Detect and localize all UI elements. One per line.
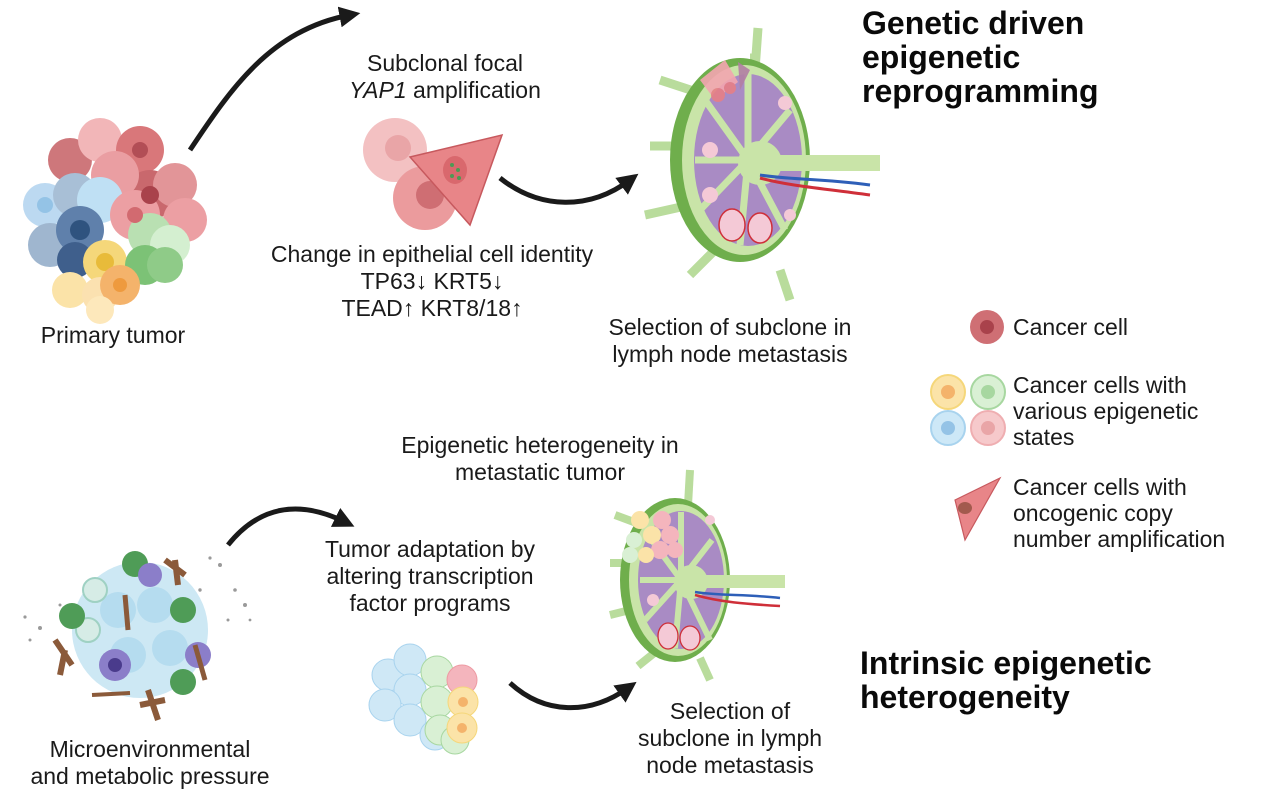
microenv-line: and metabolic pressure (30, 763, 270, 789)
arrow-primary-to-amplification (187, 6, 361, 152)
identity-change-label: Change in epithelial cell identity TP63↓… (212, 241, 652, 322)
legend-label: Cancer cell (1013, 314, 1129, 340)
section-title-bottom: Intrinsic epigenetic heterogeneity (860, 646, 1152, 714)
legend-label: Cancer cells with (1013, 474, 1187, 500)
amplification-cells-illustration (363, 118, 504, 230)
top-selection-line: lymph node metastasis (612, 341, 848, 367)
section-title-top-line: epigenetic (862, 39, 1021, 75)
primary-tumor-label: Primary tumor (40, 322, 186, 348)
legend-item-epigenetic-states: Cancer cells with various epigenetic sta… (1013, 372, 1198, 450)
bottom-selection-label: Selection of subclone in lymph node meta… (610, 698, 850, 779)
primary-tumor-illustration (23, 118, 207, 324)
legend-label: states (1013, 424, 1075, 450)
epigenetic-states-cells-icon (930, 374, 1006, 446)
section-title-top: Genetic driven epigenetic reprogramming (862, 6, 1098, 108)
top-selection-label: Selection of subclone in lymph node meta… (560, 314, 900, 368)
legend-label: various epigenetic (1013, 398, 1199, 424)
downregulated-markers: TP63↓ KRT5↓ (360, 268, 504, 294)
adaptation-line: Tumor adaptation by (324, 536, 536, 562)
amplification-label: Subclonal focal YAP1 amplification (300, 50, 590, 104)
amplification-label-rest: amplification (406, 77, 541, 103)
legend-label: number amplification (1013, 526, 1226, 552)
section-title-bottom-line: Intrinsic epigenetic (860, 645, 1152, 681)
gene-name: YAP1 (349, 77, 407, 103)
section-title-top-line: Genetic driven (862, 5, 1085, 41)
legend-item-amplification: Cancer cells with oncogenic copy number … (1013, 474, 1225, 552)
adaptation-line: factor programs (349, 590, 511, 616)
heterogeneous-cluster-illustration (368, 643, 479, 755)
bottom-selection-line: subclone in lymph (637, 725, 823, 751)
arrow-amplification-to-node (498, 173, 639, 205)
legend-label: Cancer cells with (1013, 372, 1187, 398)
section-title-top-line: reprogramming (862, 73, 1099, 109)
top-selection-line: Selection of subclone in (608, 314, 852, 340)
heterogeneity-label: Epigenetic heterogeneity in metastatic t… (370, 432, 710, 486)
upregulated-markers: TEAD↑ KRT8/18↑ (341, 295, 523, 321)
microenv-line: Microenvironmental (49, 736, 251, 762)
arrow-cluster-to-node (508, 681, 637, 711)
microenvironment-tumor-illustration (23, 551, 252, 721)
section-title-bottom-line: heterogeneity (860, 679, 1070, 715)
legend-item-cancer-cell: Cancer cell (1013, 314, 1128, 340)
arrow-microenv-to-adaptation (226, 506, 355, 547)
legend-label: oncogenic copy (1013, 500, 1173, 526)
lymph-node-bottom-illustration (609, 469, 785, 682)
lymph-node-top-illustration (644, 27, 880, 302)
bottom-selection-line: node metastasis (646, 752, 814, 778)
bottom-selection-line: Selection of (669, 698, 791, 724)
identity-change-text: Change in epithelial cell identity (270, 241, 594, 267)
microenv-label: Microenvironmental and metabolic pressur… (0, 736, 300, 790)
adaptation-line: altering transcription (326, 563, 534, 589)
amplification-label-line: YAP1 amplification (300, 77, 590, 104)
heterogeneity-line: Epigenetic heterogeneity in (401, 432, 679, 458)
amplification-label-line: Subclonal focal (367, 50, 523, 76)
adaptation-label: Tumor adaptation by altering transcripti… (280, 536, 580, 617)
heterogeneity-line: metastatic tumor (455, 459, 625, 485)
amplified-cell-icon (954, 476, 1002, 542)
